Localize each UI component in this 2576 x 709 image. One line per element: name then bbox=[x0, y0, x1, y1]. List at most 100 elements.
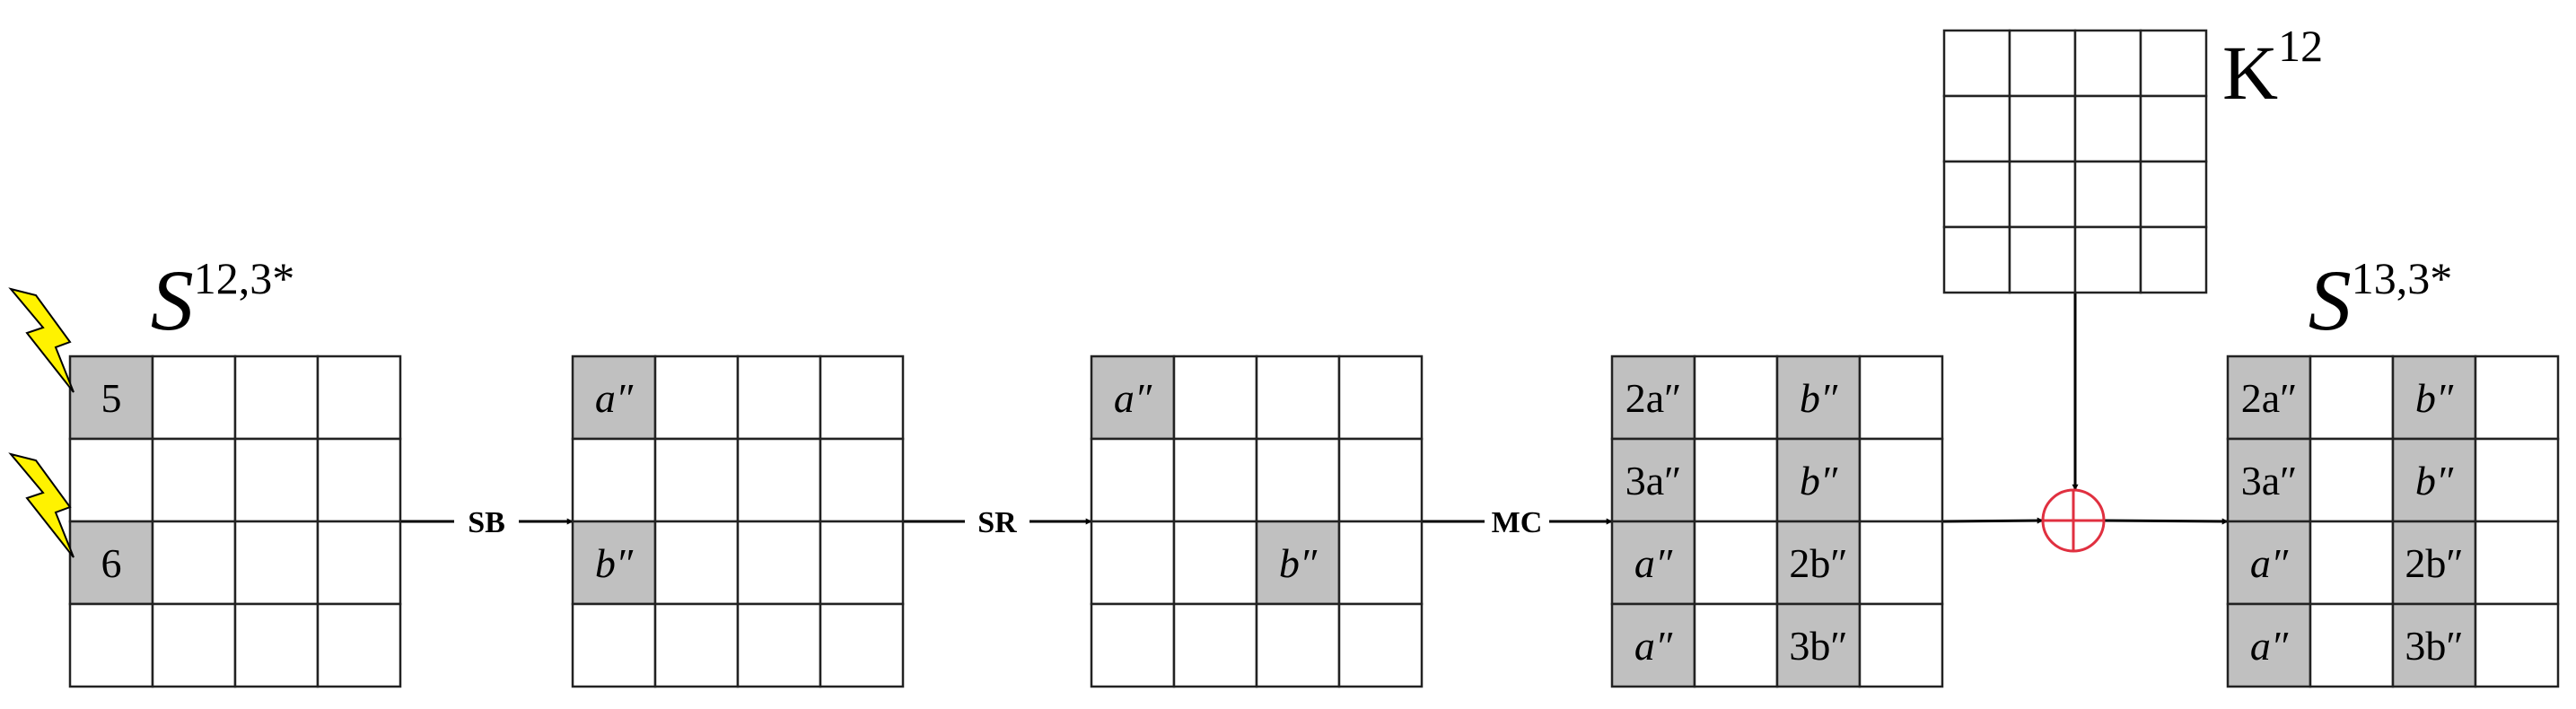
cell-value: 3b″ bbox=[2405, 623, 2463, 669]
cell-value: 5 bbox=[101, 375, 122, 421]
cell-value: 2a″ bbox=[2241, 375, 2298, 421]
empty-cell bbox=[1090, 520, 1176, 606]
empty-cell bbox=[1172, 602, 1258, 688]
empty-cell bbox=[151, 520, 237, 606]
shaded-cell bbox=[2391, 602, 2477, 688]
shaded-cell bbox=[2226, 437, 2312, 523]
lightning-icon bbox=[8, 452, 74, 558]
state-grid-0: 56 bbox=[68, 354, 402, 688]
empty-cell bbox=[1090, 602, 1176, 688]
state-symbol: S bbox=[2309, 252, 2352, 348]
shaded-cell bbox=[1610, 602, 1696, 688]
empty-cell bbox=[1693, 520, 1779, 606]
operation-label-sb: SB bbox=[468, 506, 505, 539]
state-symbol: S bbox=[151, 252, 194, 348]
empty-cell bbox=[2309, 602, 2395, 688]
cell-value: b″ bbox=[2415, 458, 2454, 503]
state-title: S12,3* bbox=[151, 252, 295, 348]
empty-cell bbox=[1255, 354, 1341, 441]
empty-cell bbox=[316, 602, 402, 688]
cell-value: a″ bbox=[595, 375, 634, 421]
shaded-cell bbox=[2391, 437, 2477, 523]
key-cell bbox=[2008, 225, 2077, 294]
key-cell bbox=[2073, 94, 2142, 163]
key-cell bbox=[2139, 225, 2208, 294]
key-cell bbox=[2139, 94, 2208, 163]
empty-cell bbox=[316, 520, 402, 606]
key-cell bbox=[2073, 225, 2142, 294]
state-grid-2: a″ b″ bbox=[1090, 354, 1424, 688]
shaded-cell bbox=[2226, 354, 2312, 441]
empty-cell bbox=[151, 602, 237, 688]
empty-cell bbox=[1858, 520, 1944, 606]
key-symbol: K bbox=[2222, 30, 2278, 116]
empty-cell bbox=[571, 437, 657, 523]
empty-cell bbox=[1172, 354, 1258, 441]
shaded-cell bbox=[1610, 437, 1696, 523]
empty-cell bbox=[819, 437, 905, 523]
cell-value: b″ bbox=[595, 540, 634, 586]
cell-value: 2b″ bbox=[1789, 540, 1847, 586]
empty-cell bbox=[1337, 602, 1424, 688]
shaded-cell bbox=[1610, 520, 1696, 606]
empty-cell bbox=[1693, 354, 1779, 441]
shaded-cell bbox=[2226, 520, 2312, 606]
shaded-cell bbox=[1610, 354, 1696, 441]
empty-cell bbox=[233, 354, 320, 441]
empty-cell bbox=[1172, 520, 1258, 606]
cell-value: 2a″ bbox=[1625, 375, 1682, 421]
empty-cell bbox=[819, 602, 905, 688]
empty-cell bbox=[736, 437, 822, 523]
empty-cell bbox=[736, 602, 822, 688]
empty-cell bbox=[653, 602, 740, 688]
empty-cell bbox=[1172, 437, 1258, 523]
empty-cell bbox=[2309, 354, 2395, 441]
shaded-cell bbox=[2226, 602, 2312, 688]
empty-cell bbox=[2474, 437, 2560, 523]
cell-value: a″ bbox=[2250, 623, 2289, 669]
empty-cell bbox=[819, 354, 905, 441]
cell-value: b″ bbox=[2415, 375, 2454, 421]
key-cell bbox=[2073, 29, 2142, 98]
cell-value: 3b″ bbox=[1789, 623, 1847, 669]
operation-label-sr: SR bbox=[977, 506, 1017, 539]
key-title: K12 bbox=[2222, 21, 2323, 116]
cell-value: 3a″ bbox=[1625, 458, 1682, 503]
cell-value: a″ bbox=[1114, 375, 1152, 421]
key-cell bbox=[2139, 160, 2208, 229]
key-cell bbox=[2139, 29, 2208, 98]
empty-cell bbox=[151, 437, 237, 523]
empty-cell bbox=[68, 437, 154, 523]
xor-icon bbox=[2041, 488, 2106, 553]
empty-cell bbox=[653, 437, 740, 523]
state-title: S13,3* bbox=[2309, 252, 2453, 348]
empty-cell bbox=[1337, 520, 1424, 606]
empty-cell bbox=[1255, 437, 1341, 523]
cell-value: b″ bbox=[1800, 375, 1838, 421]
connector-layer bbox=[400, 293, 2229, 525]
empty-cell bbox=[653, 520, 740, 606]
empty-cell bbox=[736, 520, 822, 606]
state-superscript: 12,3* bbox=[194, 253, 295, 303]
cell-value: 3a″ bbox=[2241, 458, 2298, 503]
cell-value: b″ bbox=[1279, 540, 1318, 586]
cell-value: a″ bbox=[1634, 540, 1673, 586]
key-cell bbox=[2008, 94, 2077, 163]
empty-cell bbox=[2309, 437, 2395, 523]
empty-cell bbox=[1337, 437, 1424, 523]
empty-cell bbox=[68, 602, 154, 688]
grid-layer: 56 a″ b″ a″ b″ 2a″ b″ 3a″ b″ a″ 2b″ a″ 3b″ 2a″ b″ 3a″ b″… bbox=[68, 29, 2560, 688]
key-cell bbox=[1942, 29, 2011, 98]
empty-cell bbox=[819, 520, 905, 606]
cell-value: 2b″ bbox=[2405, 540, 2463, 586]
cell-value: b″ bbox=[1800, 458, 1838, 503]
key-cell bbox=[1942, 94, 2011, 163]
empty-cell bbox=[233, 520, 320, 606]
operation-label-mc: MC bbox=[1492, 506, 1543, 539]
empty-cell bbox=[736, 354, 822, 441]
empty-cell bbox=[1858, 437, 1944, 523]
round-key-grid bbox=[1942, 29, 2208, 294]
cell-value: a″ bbox=[2250, 540, 2289, 586]
